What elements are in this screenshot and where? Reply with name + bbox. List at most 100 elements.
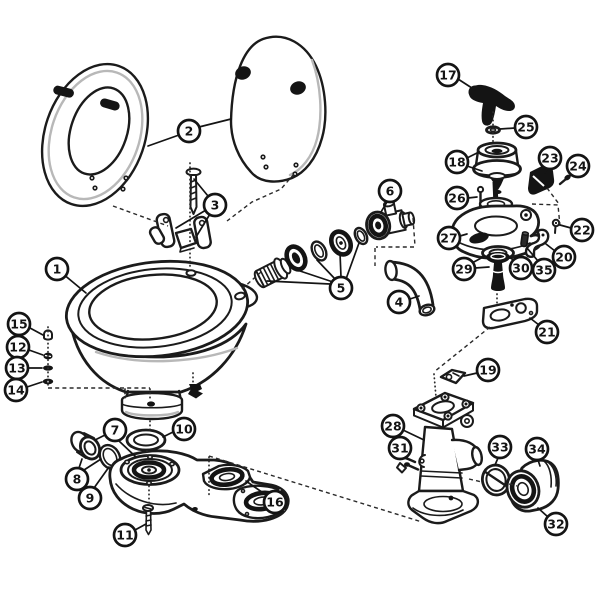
callout-18: 18 bbox=[444, 149, 483, 175]
pivot-pin bbox=[520, 231, 530, 248]
callout-number: 4 bbox=[395, 295, 404, 310]
callout-17: 17 bbox=[435, 62, 476, 91]
valve-spares-set bbox=[253, 226, 369, 289]
callout-number: 22 bbox=[573, 223, 590, 238]
callout-34: 34 bbox=[524, 436, 550, 467]
callout-number: 2 bbox=[185, 124, 194, 139]
callout-leader bbox=[245, 480, 267, 496]
callout-24: 24 bbox=[565, 153, 591, 180]
inlet-plug bbox=[70, 430, 102, 461]
callout-9: 9 bbox=[77, 466, 110, 511]
callout-6: 6 bbox=[377, 178, 403, 213]
callout-32: 32 bbox=[537, 507, 569, 537]
callout-19: 19 bbox=[463, 357, 501, 383]
threaded-plug bbox=[253, 257, 292, 289]
lid-bumper bbox=[235, 66, 251, 80]
callout-leader bbox=[93, 466, 110, 489]
callout-number: 6 bbox=[386, 184, 395, 199]
callout-leader bbox=[559, 224, 572, 229]
callout-22: 22 bbox=[559, 217, 595, 243]
toilet-lid bbox=[229, 35, 327, 183]
callout-leader bbox=[474, 266, 490, 269]
callout-number: 12 bbox=[9, 340, 26, 355]
inlet-fitting bbox=[365, 200, 416, 241]
callout-leader bbox=[537, 507, 549, 518]
callout-bubble bbox=[534, 319, 560, 345]
callout-33: 33 bbox=[487, 434, 513, 466]
callout-number: 10 bbox=[175, 422, 193, 437]
callout-number: 13 bbox=[8, 361, 25, 376]
seat-hinge-set bbox=[148, 167, 212, 253]
pump-cylinder-base bbox=[407, 391, 483, 525]
callout-number: 33 bbox=[491, 440, 508, 455]
callout-30: 30 bbox=[508, 255, 534, 281]
callout-bubble bbox=[77, 485, 103, 511]
callout-bubble bbox=[328, 275, 354, 301]
callout-bubble bbox=[531, 257, 557, 283]
callout-bubble bbox=[262, 489, 288, 515]
callout-leader bbox=[526, 247, 539, 262]
toilet-bowl bbox=[64, 259, 259, 421]
callout-leader bbox=[28, 349, 44, 356]
callout-leader bbox=[494, 457, 499, 466]
callout-layer: 1234567891011121314151617181920212223242… bbox=[3, 62, 595, 548]
callout-number: 31 bbox=[391, 441, 408, 456]
callout-bubble bbox=[444, 149, 470, 175]
callout-28: 28 bbox=[380, 413, 425, 441]
callout-4: 4 bbox=[386, 289, 420, 315]
callout-leader bbox=[409, 295, 420, 300]
callout-13: 13 bbox=[4, 355, 43, 381]
callout-leader bbox=[339, 252, 342, 278]
callout-leader bbox=[195, 213, 211, 238]
callout-leader bbox=[457, 78, 476, 91]
callout-21: 21 bbox=[529, 317, 560, 345]
callout-number: 35 bbox=[535, 263, 552, 278]
clip-bracket bbox=[524, 228, 550, 258]
fixing-screw bbox=[551, 218, 561, 234]
toilet-seat bbox=[40, 62, 150, 208]
callout-bubble bbox=[176, 118, 202, 144]
callout-bubble bbox=[380, 413, 406, 439]
callout-leader bbox=[64, 275, 87, 294]
outlet-elbow bbox=[505, 458, 560, 513]
base-o-ring bbox=[98, 443, 122, 471]
callout-number: 19 bbox=[479, 363, 496, 378]
callout-bubble bbox=[451, 256, 477, 282]
callout-number: 23 bbox=[541, 151, 558, 166]
callout-leader bbox=[175, 209, 207, 229]
callout-leader bbox=[193, 178, 209, 197]
callout-15: 15 bbox=[6, 311, 44, 337]
callout-leader bbox=[147, 134, 180, 147]
callout-leader bbox=[463, 372, 478, 377]
callout-bubble bbox=[6, 311, 32, 337]
callout-leader bbox=[466, 151, 480, 159]
seat-bumper bbox=[100, 98, 120, 111]
callout-bubble bbox=[435, 62, 461, 88]
callout-bubble bbox=[202, 192, 228, 218]
callout-27: 27 bbox=[436, 225, 468, 251]
callout-25: 25 bbox=[499, 114, 539, 140]
joker-valve bbox=[486, 252, 510, 291]
callout-number: 20 bbox=[555, 250, 573, 265]
callout-number: 26 bbox=[448, 191, 466, 206]
base-assembly bbox=[108, 449, 290, 523]
callout-bubble bbox=[3, 377, 29, 403]
callout-leader bbox=[134, 523, 147, 531]
callout-number: 3 bbox=[211, 198, 220, 213]
callout-number: 5 bbox=[337, 281, 346, 296]
callout-number: 1 bbox=[53, 262, 62, 277]
pump-handle bbox=[468, 84, 515, 126]
callout-leader bbox=[466, 165, 483, 172]
small-o-ring bbox=[353, 226, 369, 246]
callout-number: 32 bbox=[547, 517, 564, 532]
base-screw bbox=[142, 504, 154, 536]
callout-leader bbox=[78, 458, 83, 469]
callout-12: 12 bbox=[5, 334, 44, 360]
callout-leader bbox=[545, 243, 556, 252]
callout-leader bbox=[118, 440, 137, 458]
callout-leader bbox=[345, 242, 360, 280]
assembly-guide-lines bbox=[47, 111, 561, 523]
callout-3: 3 bbox=[175, 178, 228, 238]
callout-number: 21 bbox=[538, 325, 555, 340]
